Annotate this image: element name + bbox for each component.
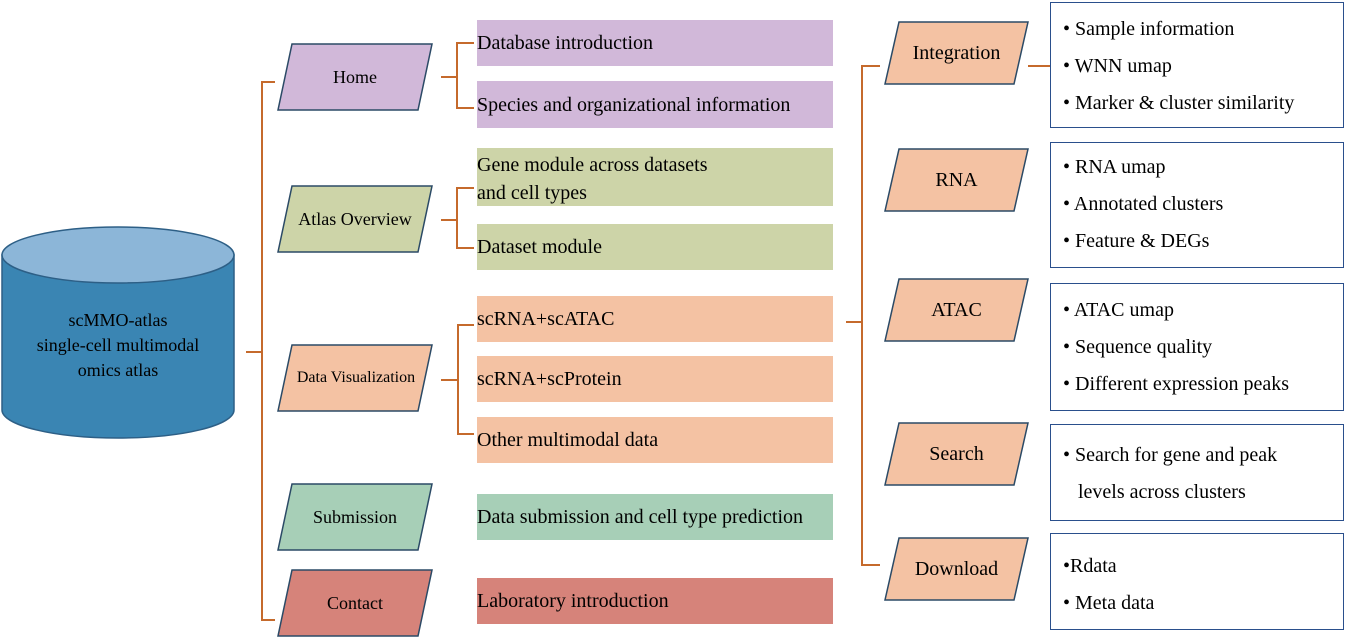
detail-atac: • ATAC umap • Sequence quality • Differe… — [1050, 283, 1344, 411]
feature-scrna-scatac: scRNA+scATAC — [477, 308, 615, 330]
detail-item: • Meta data — [1063, 592, 1155, 614]
feature-gene-module-line2: and cell types — [477, 182, 587, 204]
nav-home: Home — [333, 66, 377, 87]
feature-gene-module: Gene module across datasets and cell typ… — [477, 151, 833, 207]
brace-visual — [441, 324, 474, 435]
feature-box-other — [477, 417, 833, 463]
feature-database-introduction: Database introduction — [477, 32, 654, 54]
feature-data-submission: Data submission and cell type prediction — [477, 506, 804, 528]
tool-download-shape — [884, 537, 1029, 601]
detail-item: • Sequence quality — [1063, 336, 1213, 358]
database-subtitle-2: omics atlas — [77, 360, 159, 380]
detail-item: • Feature & DEGs — [1063, 230, 1210, 252]
tool-rna: RNA — [935, 168, 978, 191]
database-subtitle-1: single-cell multimodal — [36, 335, 200, 355]
brace-atlas — [441, 187, 474, 249]
nav-atlas-shape — [277, 185, 433, 253]
nav-contact-shape — [277, 569, 433, 637]
detail-item: • WNN umap — [1063, 55, 1172, 77]
tool-integration-shape — [884, 21, 1029, 85]
detail-item: • Marker & cluster similarity — [1063, 92, 1295, 114]
nav-atlas-overview: Atlas Overview — [298, 208, 412, 229]
database-cylinder — [1, 226, 235, 439]
feature-box-species — [477, 81, 833, 128]
database-label: scMMO-atlas single-cell multimodal omics… — [0, 308, 236, 383]
nav-contact: Contact — [327, 592, 383, 613]
tool-download: Download — [914, 557, 999, 580]
brace-main — [246, 81, 275, 621]
database-name: scMMO-atlas — [68, 310, 168, 330]
feature-gene-module-line1: Gene module across datasets — [477, 154, 708, 176]
feature-species-info: Species and organizational information — [477, 93, 791, 116]
detail-item: • Annotated clusters — [1063, 193, 1224, 215]
detail-item: • Different expression peaks — [1063, 373, 1290, 395]
tool-search: Search — [929, 442, 984, 465]
detail-download: •Rdata • Meta data — [1050, 533, 1344, 630]
brace-tools — [846, 65, 880, 566]
detail-item: levels across clusters — [1063, 481, 1246, 503]
nav-data-visualization: Data Visualization — [296, 369, 416, 386]
feature-box-atac — [477, 296, 833, 342]
brace-home — [441, 42, 474, 109]
feature-box-protein — [477, 356, 833, 402]
detail-search: • Search for gene and peak levels across… — [1050, 424, 1344, 521]
tool-atac-shape — [884, 278, 1029, 342]
tool-rna-shape — [884, 148, 1029, 212]
feature-box-db — [477, 20, 833, 66]
detail-item: • ATAC umap — [1063, 299, 1174, 321]
tool-search-shape — [884, 422, 1029, 486]
detail-item: • RNA umap — [1063, 156, 1166, 178]
detail-item: •Rdata — [1063, 555, 1117, 577]
detail-item: • Sample information — [1063, 18, 1235, 40]
nav-submission-shape — [277, 483, 433, 551]
nav-submission: Submission — [312, 506, 398, 527]
detail-integration: • Sample information • WNN umap • Marker… — [1050, 2, 1344, 128]
tool-atac: ATAC — [931, 298, 982, 321]
feature-other-multimodal: Other multimodal data — [477, 429, 659, 451]
feature-box-dataset — [477, 224, 833, 270]
feature-box-lab — [477, 578, 833, 624]
detail-rna: • RNA umap • Annotated clusters • Featur… — [1050, 142, 1344, 268]
detail-item: • Search for gene and peak — [1063, 444, 1278, 466]
tool-integration: Integration — [912, 41, 1001, 64]
feature-box-gene — [477, 148, 833, 206]
feature-dataset-module: Dataset module — [477, 236, 602, 258]
feature-laboratory-introduction: Laboratory introduction — [477, 590, 669, 612]
nav-visual-shape — [277, 344, 433, 412]
feature-box-submission — [477, 494, 833, 540]
feature-scrna-scprotein: scRNA+scProtein — [477, 368, 622, 390]
nav-home-shape — [277, 43, 433, 111]
